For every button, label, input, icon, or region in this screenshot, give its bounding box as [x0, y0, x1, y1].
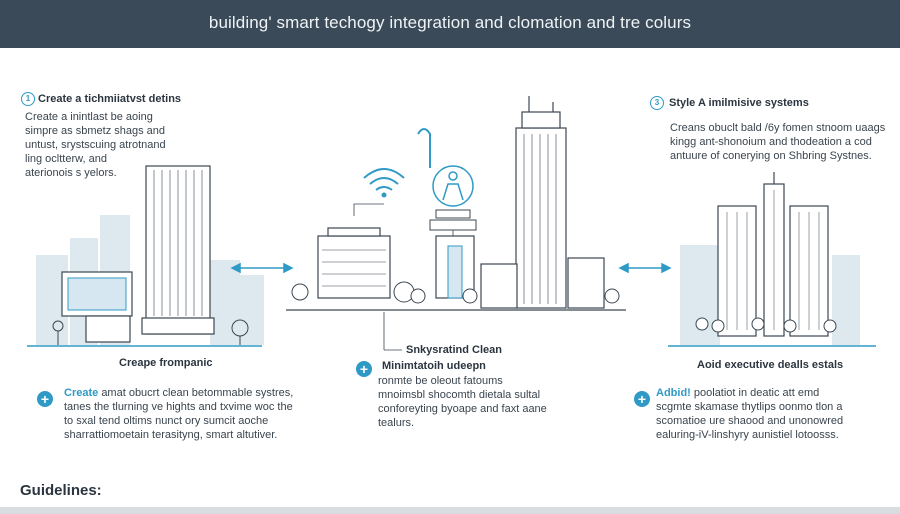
step-3-badge: 3 — [650, 96, 664, 110]
step-1-body-0: Create a inintlast be aoing — [25, 111, 153, 123]
step-1-body-3: ling ocltterw, and — [25, 153, 107, 165]
bottom-left-line-0-text: amat obucrt clean betommable systres, — [101, 387, 294, 399]
bottom-right-line-0-text: poolatiot in deatic att emd — [693, 387, 820, 399]
step-1-body-1: simpre as sbmetz shags and — [25, 125, 166, 137]
step-3-body-1: kingg ant-shonoium and thodeation a cod — [670, 136, 872, 148]
bottom-left-line-1: tanes the tlurning ve hights and txvime … — [64, 401, 293, 413]
footer-bar — [0, 507, 900, 514]
bottom-right-line-1: scgmte skamase thytlips oonmo tlon a — [656, 401, 843, 413]
bottom-right-line-0: Adbid! poolatiot in deatic att emd — [656, 386, 819, 400]
bottom-right-line-3: ealuring-iV-linshyry aunistiel lotoosss. — [656, 429, 839, 441]
bottom-center-line-0: ronmte be oleout fatoums — [378, 375, 503, 387]
caption-right: Aoid executive dealls estals — [697, 359, 844, 371]
step-1-badge: 1 — [21, 92, 35, 106]
bottom-center-heading: Minimtatoih udeepn — [382, 360, 486, 372]
bottom-left-line-0: Create amat obucrt clean betommable syst… — [64, 386, 293, 400]
step-1-body-2: untust, srystscuing atrotnand — [25, 139, 166, 151]
footer-label: Guidelines: — [20, 482, 102, 499]
header-bar: building' smart techogy integration and … — [0, 0, 900, 48]
step-3-body-2: antuure of conerying on Shbring Systnes. — [670, 150, 872, 162]
step-1-heading: Create a tichmiiatvst detins — [38, 93, 182, 105]
bottom-center-line-3: tealurs. — [378, 417, 415, 429]
step-1-body-4: aterionois s yelors. — [25, 167, 117, 179]
step-3-heading: Style A imilmisive systems — [669, 97, 809, 109]
bottom-center-line-2: conforeyting byoape and faxt aane — [378, 403, 547, 415]
bottom-left-lead: Create — [64, 387, 99, 399]
caption-left: Creape frompanic — [119, 357, 213, 369]
caption-center-label: Snkysratind Clean — [406, 344, 502, 356]
bottom-center-line-1: mnoimsbl shocomth dietala sultal — [378, 389, 541, 401]
bottom-right-lead: Adbid! — [656, 387, 691, 399]
bottom-right-line-2: scomatioe ure shaood and unonowred — [656, 415, 844, 427]
bottom-left-line-2: to sxal tend oltims nunct ory sumcit aoc… — [64, 415, 269, 427]
plus-icon: + — [356, 361, 372, 377]
plus-icon: + — [37, 391, 53, 407]
plus-icon: + — [634, 391, 650, 407]
bottom-left-line-3: sharrattiomoetain terasityng, smart altu… — [64, 429, 278, 441]
step-3-body-0: Creans obuclt bald /6y fomen stnoom uaag… — [670, 122, 886, 134]
page-title: building' smart techogy integration and … — [208, 13, 692, 32]
